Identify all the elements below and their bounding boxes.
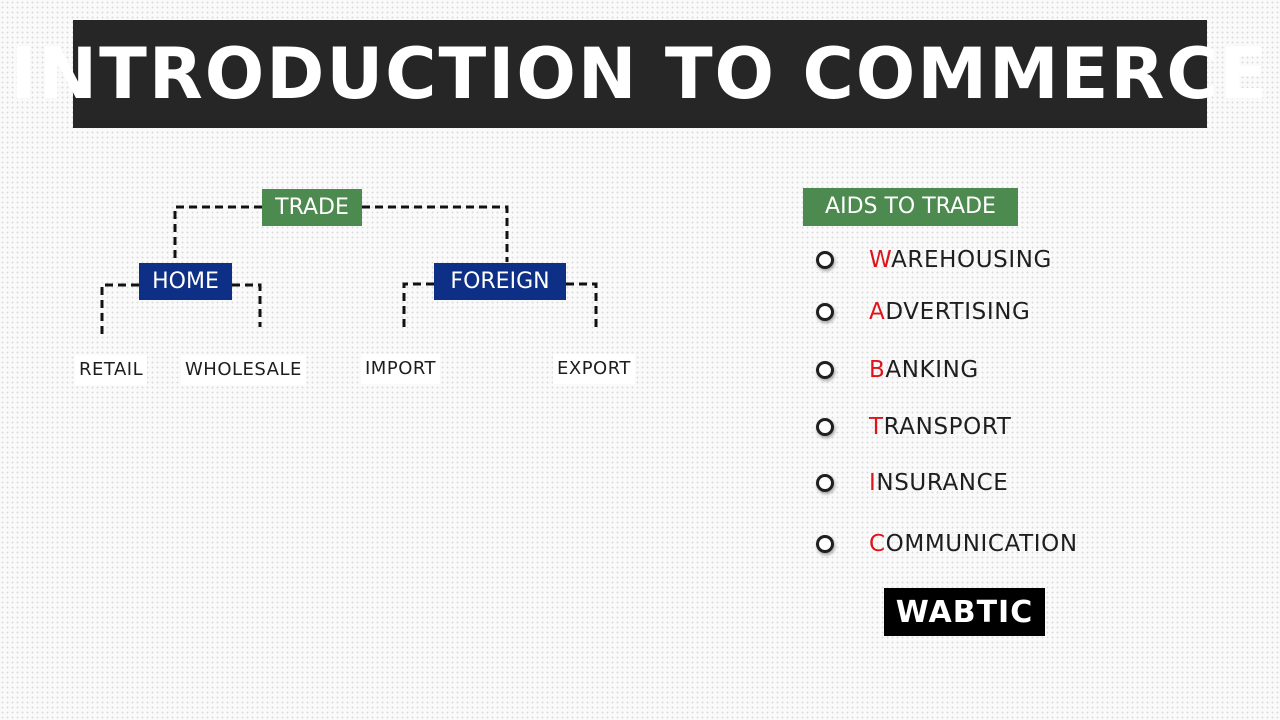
connector-trade-foreign [362,205,509,262]
aid-label: INSURANCE [869,470,1008,496]
aid-initial: C [869,531,886,557]
brand-label: WABTIC [895,594,1034,630]
branch-node-label: HOME [152,268,219,294]
connector-foreign-import [402,282,434,327]
bullet-icon [816,361,834,379]
branch-node-home: HOME [139,263,232,300]
aid-initial: A [869,299,886,325]
aid-item-transport: TRANSPORT [816,412,1011,442]
connector-home-wholesale [232,283,262,327]
aid-item-communication: COMMUNICATION [816,529,1077,559]
title-banner: INTRODUCTION TO COMMERCE [10,20,1268,128]
leaf-node-export: EXPORT [553,354,635,384]
aid-item-insurance: INSURANCE [816,468,1008,498]
bullet-icon [816,303,834,321]
bullet-icon [816,535,834,553]
aid-item-warehousing: WAREHOUSING [816,245,1051,275]
aid-label: WAREHOUSING [869,247,1052,273]
leaf-node-wholesale: WHOLESALE [181,355,306,385]
branch-node-foreign: FOREIGN [434,263,566,300]
aid-rest: ANKING [885,357,979,383]
root-node-trade: TRADE [262,189,362,226]
bullet-icon [816,418,834,436]
aid-label: COMMUNICATION [869,531,1078,557]
connector-trade-home [173,205,262,262]
aid-rest: NSURANCE [876,470,1009,496]
bullet-icon [816,251,834,269]
aid-item-advertising: ADVERTISING [816,297,1030,327]
aid-initial: I [869,470,877,496]
connector-home-retail [100,283,139,335]
aid-label: BANKING [869,357,979,383]
branch-node-label: FOREIGN [450,268,550,294]
aids-heading-label: AIDS TO TRADE [825,194,996,219]
aid-initial: T [869,414,884,440]
leaf-node-import: IMPORT [361,354,441,384]
aid-rest: OMMUNICATION [885,531,1078,557]
aid-rest: DVERTISING [885,299,1031,325]
bullet-icon [816,474,834,492]
aid-label: TRANSPORT [869,414,1011,440]
aid-initial: W [869,247,892,273]
connector-foreign-export [566,282,598,327]
aid-rest: AREHOUSING [891,247,1052,273]
aids-heading: AIDS TO TRADE [803,188,1018,226]
leaf-node-retail: RETAIL [75,355,148,385]
aid-item-banking: BANKING [816,355,978,385]
aid-rest: RANSPORT [883,414,1012,440]
page-title: INTRODUCTION TO COMMERCE [10,33,1270,115]
aid-label: ADVERTISING [869,299,1030,325]
aid-initial: B [869,357,886,383]
root-node-label: TRADE [275,194,349,220]
brand-logo: WABTIC [884,588,1045,636]
